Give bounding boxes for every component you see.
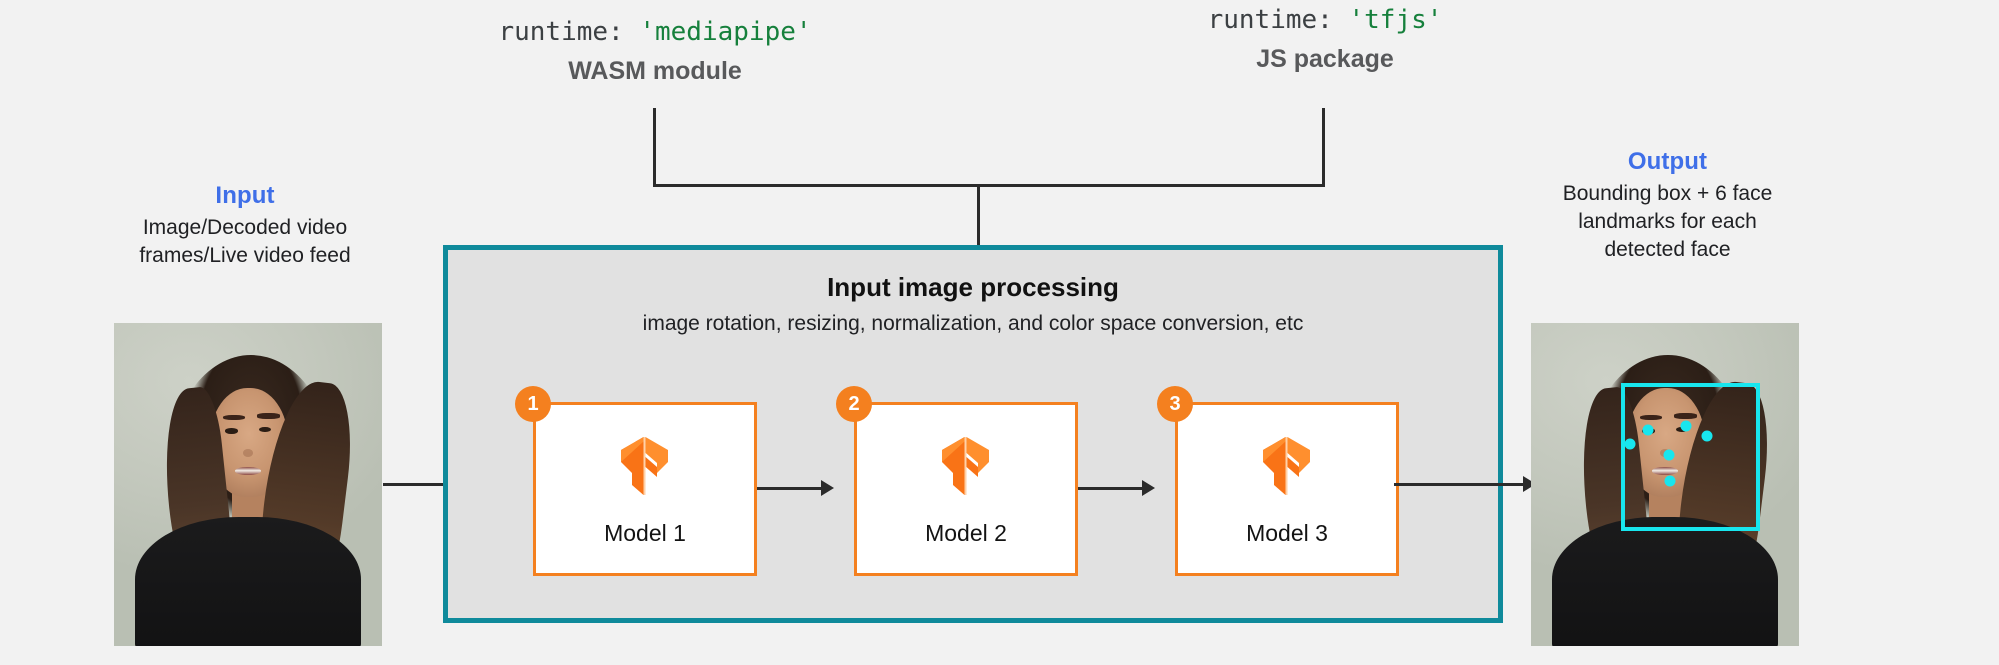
output-description-line-3: detected face: [1604, 237, 1731, 261]
model-badge-1: 1: [515, 386, 551, 422]
photo-brow-left: [1639, 415, 1663, 421]
pipeline-subtitle: image rotation, resizing, normalization,…: [642, 312, 1304, 335]
runtime-option-mediapipe: runtime: 'mediapipe' WASM module: [495, 16, 815, 87]
model-label-3: Model 3: [1246, 520, 1328, 546]
arrow-model3-to-output-line: [1394, 483, 1526, 486]
model-badge-3: 3: [1157, 386, 1193, 422]
runtime-value-mediapipe: 'mediapipe': [639, 17, 812, 47]
input-caption: Input Image/Decoded video frames/Live vi…: [110, 182, 380, 270]
face-bounding-box: [1620, 382, 1761, 532]
tensorflow-lite-logo-icon: [940, 437, 992, 500]
face-landmark-eye-right: [1680, 420, 1692, 432]
photo-brow-right: [257, 413, 281, 419]
photo-eye-right: [258, 427, 272, 433]
arrow-model2-to-model3-line: [1078, 487, 1145, 490]
runtime-key-mediapipe: runtime:: [498, 17, 624, 47]
photo-mouth: [1651, 466, 1679, 476]
bracket-vertical-drop: [977, 184, 980, 246]
input-image-processing-panel: Input image processing image rotation, r…: [443, 245, 1503, 623]
output-photo: [1531, 323, 1799, 646]
input-description: Image/Decoded video frames/Live video fe…: [110, 214, 380, 270]
photo-mouth: [234, 466, 262, 476]
tensorflow-lite-logo-icon: [619, 437, 671, 500]
bracket-horizontal: [653, 184, 1325, 187]
model-label-1: Model 1: [604, 520, 686, 546]
model-label-2: Model 2: [925, 520, 1007, 546]
input-photo: [114, 323, 382, 646]
model-card-1[interactable]: Model 1: [533, 402, 757, 576]
photo-eye-left: [225, 428, 238, 434]
runtime-code-tfjs: runtime: 'tfjs': [1185, 4, 1465, 37]
photo-nose: [242, 448, 254, 458]
model-badge-2: 2: [836, 386, 872, 422]
pipeline-title: Input image processing: [827, 272, 1119, 302]
face-landmark-eye-left: [1642, 424, 1654, 436]
tensorflow-lite-logo-icon: [1261, 437, 1313, 500]
arrow-model1-to-model2-line: [757, 487, 824, 490]
output-description-line-2: landmarks for each: [1578, 209, 1757, 233]
runtime-key-tfjs: runtime:: [1207, 5, 1333, 35]
runtime-subtitle-jspackage: JS package: [1256, 44, 1394, 73]
arrow-model1-to-model2-head: [821, 480, 834, 496]
photo-brow-left: [222, 415, 246, 421]
runtime-code-mediapipe: runtime: 'mediapipe': [495, 16, 815, 49]
output-description-line-1: Bounding box + 6 face: [1562, 182, 1773, 205]
input-title: Input: [215, 182, 275, 209]
output-caption: Output Bounding box + 6 face landmarks f…: [1545, 148, 1790, 264]
photo-brow-right: [1674, 413, 1698, 419]
arrow-model2-to-model3-head: [1142, 480, 1155, 496]
face-landmark-mouth: [1664, 475, 1676, 487]
output-description: Bounding box + 6 face landmarks for each…: [1545, 180, 1790, 264]
bracket-vertical-right: [1322, 108, 1325, 187]
bracket-vertical-left: [653, 108, 656, 187]
photo-torso: [1552, 516, 1778, 646]
model-card-3[interactable]: Model 3: [1175, 402, 1399, 576]
model-card-2[interactable]: Model 2: [854, 402, 1078, 576]
input-description-line-2: frames/Live video feed: [139, 243, 351, 267]
runtime-option-tfjs: runtime: 'tfjs' JS package: [1185, 4, 1465, 75]
photo-torso: [135, 516, 361, 646]
face-landmark-ear-left: [1624, 438, 1636, 450]
input-description-line-1: Image/Decoded video: [142, 216, 348, 239]
runtime-value-tfjs: 'tfjs': [1348, 5, 1443, 35]
output-title: Output: [1627, 148, 1708, 175]
runtime-subtitle-wasm: WASM module: [568, 56, 742, 85]
face-landmark-nose: [1663, 449, 1675, 461]
face-landmark-ear-right: [1701, 430, 1713, 442]
